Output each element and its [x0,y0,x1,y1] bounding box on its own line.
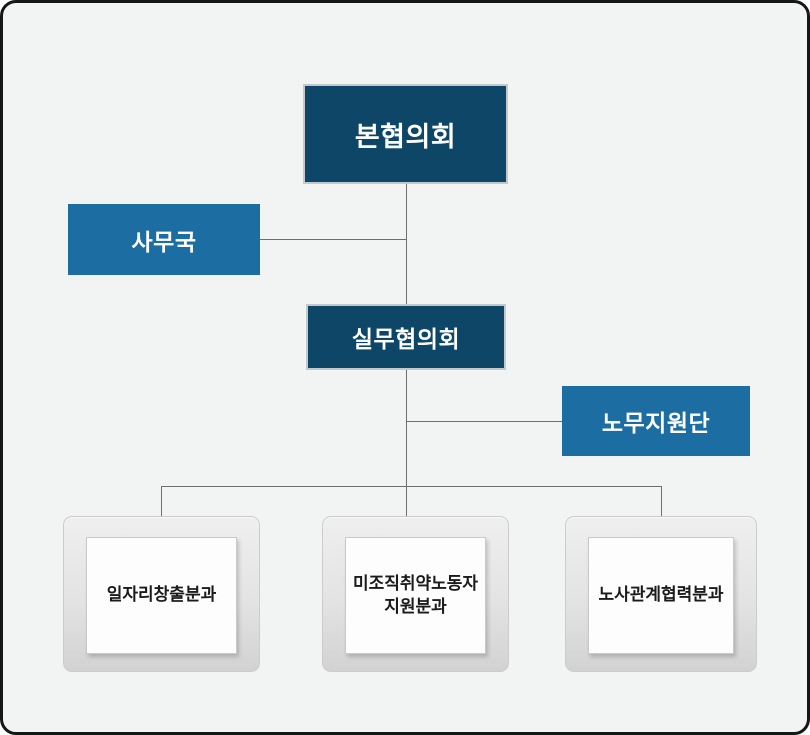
connector-working-to-sections [406,370,407,516]
node-main-council: 본협의회 [303,84,508,184]
section-job-creation: 일자리창출분과 [63,516,260,672]
section-unorganized-workers: 미조직취약노동자 지원분과 [322,516,509,672]
node-working-council-label: 실무협의회 [351,326,461,352]
node-labor-support: 노무지원단 [562,386,750,456]
node-main-council-label: 본협의회 [354,121,457,152]
connector-sections-split [161,486,662,487]
connector-labor-support-branch [407,421,563,422]
node-working-council: 실무협의회 [306,304,506,370]
section-labor-relations-label: 노사관계협력분과 [598,585,724,605]
connector-secretariat-branch [260,239,407,240]
section-unorganized-workers-label: 미조직취약노동자 지원분과 [352,573,479,616]
connector-main-to-working [406,184,407,305]
section-unorganized-workers-panel: 미조직취약노동자 지원분과 [345,537,486,654]
section-labor-relations-panel: 노사관계협력분과 [588,537,734,654]
node-secretariat: 사무국 [68,204,260,275]
node-labor-support-label: 노무지원단 [601,410,711,436]
connector-drop-right [661,486,662,516]
connector-drop-left [161,486,162,516]
node-secretariat-label: 사무국 [131,228,197,255]
section-job-creation-label: 일자리창출분과 [106,585,217,605]
section-labor-relations: 노사관계협력분과 [565,516,757,672]
section-job-creation-panel: 일자리창출분과 [86,537,237,654]
